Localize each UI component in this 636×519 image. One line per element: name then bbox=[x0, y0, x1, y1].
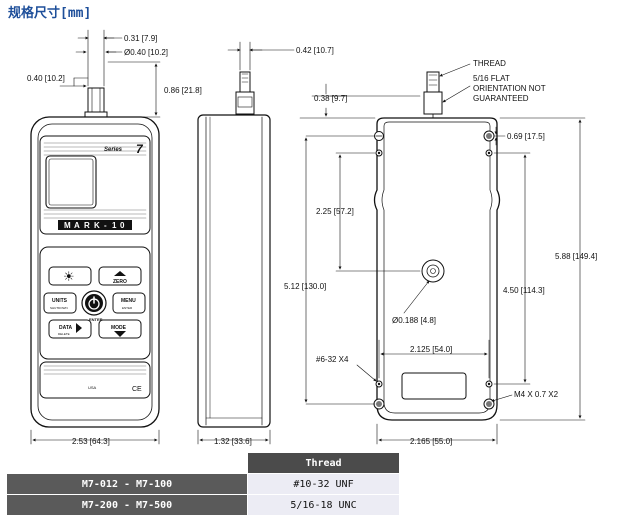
svg-text:1: 1 bbox=[112, 221, 117, 230]
dim-front-width: 2.53 [64.3] bbox=[72, 437, 110, 446]
menu-button[interactable] bbox=[112, 292, 146, 314]
dim-stem-height: 0.86 [21.8] bbox=[164, 86, 202, 95]
table-header-thread: Thread bbox=[247, 452, 400, 474]
dim-stem-left: 0.40 [10.2] bbox=[27, 74, 65, 83]
svg-text:M: M bbox=[64, 221, 71, 230]
lcd-screen bbox=[45, 155, 97, 209]
dim-side-top: 0.42 [10.7] bbox=[296, 46, 334, 55]
units-sublabel: SHUTDOWN bbox=[50, 306, 68, 310]
dim-bottom-width: 2.165 [55.0] bbox=[410, 437, 452, 446]
dim-left-holes: 5.12 [130.0] bbox=[284, 282, 326, 291]
units-button[interactable] bbox=[43, 292, 77, 314]
table-header-row: Thread bbox=[6, 452, 400, 474]
ce-mark: CE bbox=[132, 386, 142, 393]
back-view: THREAD 5/16 FLAT ORIENTATION NOT GUARANT… bbox=[284, 59, 597, 446]
units-label: UNITS bbox=[52, 298, 68, 304]
arrow-right-icon bbox=[76, 323, 82, 333]
svg-text:0: 0 bbox=[120, 221, 125, 230]
data-button[interactable] bbox=[48, 319, 92, 339]
svg-text:K: K bbox=[94, 221, 100, 230]
mode-label: MODE bbox=[111, 325, 127, 331]
dim-stem-diameter: Ø0.40 [10.2] bbox=[124, 48, 168, 57]
data-label: DATA bbox=[59, 325, 73, 331]
table-cell-thread: #10-32 UNF bbox=[247, 473, 400, 495]
table-cell-model: M7-200 - M7-500 bbox=[6, 494, 248, 516]
dim-back-right-offset: 0.69 [17.5] bbox=[507, 132, 545, 141]
dim-hole-from-top: 2.25 [57.2] bbox=[316, 207, 354, 216]
thread-label: THREAD bbox=[473, 59, 506, 68]
arrow-up-icon bbox=[114, 271, 126, 276]
flat-note-line1: 5/16 FLAT bbox=[473, 74, 510, 83]
light-button[interactable] bbox=[48, 266, 92, 286]
flat-note-line2: ORIENTATION NOT bbox=[473, 84, 546, 93]
flat-note-line3: GUARANTEED bbox=[473, 94, 529, 103]
footer-text: USA bbox=[88, 385, 97, 390]
svg-text:-: - bbox=[104, 221, 107, 230]
table-row: M7-200 - M7-500 5/16-18 UNC bbox=[6, 494, 400, 516]
battery-cover bbox=[401, 372, 467, 400]
dim-bottom-holes: 2.125 [54.0] bbox=[410, 345, 452, 354]
label-screw-left: #6-32 X4 bbox=[316, 355, 349, 364]
thread-table: Thread M7-012 - M7-100 #10-32 UNF M7-200… bbox=[6, 452, 400, 516]
dim-side-depth: 1.32 [33.6] bbox=[214, 437, 252, 446]
front-view: Series 7 M A R K - 1 0 ☀ ZERO UNITS SHUT… bbox=[27, 29, 202, 446]
sun-icon: ☀ bbox=[63, 270, 75, 285]
menu-sublabel: ENTER bbox=[122, 306, 133, 310]
menu-label: MENU bbox=[121, 298, 136, 304]
dim-total-height: 5.88 [149.4] bbox=[555, 252, 597, 261]
svg-text:R: R bbox=[84, 221, 90, 230]
table-cell-thread: 5/16-18 UNC bbox=[247, 494, 400, 516]
dim-hole-diameter: Ø0.188 [4.8] bbox=[392, 316, 436, 325]
series-label: Series bbox=[104, 147, 123, 153]
data-sublabel: DELETE bbox=[58, 332, 70, 336]
enter-label: ENTER bbox=[89, 317, 103, 322]
mode-button[interactable] bbox=[98, 319, 142, 339]
zero-label: ZERO bbox=[113, 279, 127, 285]
svg-text:A: A bbox=[74, 221, 80, 230]
label-screw-right: M4 X 0.7 X2 bbox=[514, 390, 559, 399]
arrow-down-icon bbox=[114, 331, 126, 337]
table-row: M7-012 - M7-100 #10-32 UNF bbox=[6, 473, 400, 495]
dim-back-top-offset: 0.38 [9.7] bbox=[314, 94, 347, 103]
table-cell-model: M7-012 - M7-100 bbox=[6, 473, 248, 495]
series-number: 7 bbox=[136, 142, 144, 156]
dim-right-holes: 4.50 [114.3] bbox=[503, 286, 545, 295]
dim-stem-width: 0.31 [7.9] bbox=[124, 34, 157, 43]
brand-letters: M A R K - 1 0 bbox=[64, 221, 125, 230]
page-title: 规格尺寸[mm] bbox=[8, 6, 92, 21]
brand-bar bbox=[58, 220, 132, 230]
side-view: 0.42 [10.7] 1.32 [33.6] bbox=[197, 41, 334, 446]
